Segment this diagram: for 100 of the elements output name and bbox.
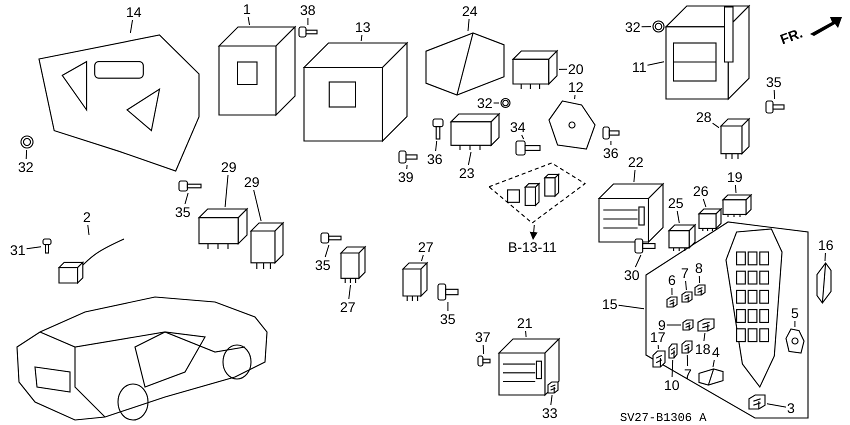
- callout-number: 35: [766, 75, 782, 89]
- plate-drawing: [785, 328, 805, 354]
- callout-number: 27: [418, 240, 434, 254]
- leader-line: [26, 150, 28, 160]
- callout-number: 12: [568, 80, 584, 94]
- leader-line: [482, 344, 484, 354]
- relay-drawing: [402, 262, 428, 302]
- leader-line: [184, 192, 189, 204]
- relay-drawing: [698, 208, 722, 232]
- callout-number: 5: [791, 306, 799, 320]
- bolt-drawing: [320, 232, 342, 244]
- leader-line: [130, 20, 133, 34]
- callout-number: 32: [625, 20, 641, 34]
- callout-number: 3: [787, 401, 795, 415]
- bolt-drawing: [432, 118, 444, 140]
- relay-drawing: [722, 194, 752, 218]
- clip-drawing: [697, 318, 715, 332]
- callout-number: 36: [603, 146, 619, 160]
- leader-line: [307, 18, 308, 26]
- leader-line: [712, 360, 715, 368]
- arrow: [530, 224, 538, 240]
- leader-line: [658, 344, 659, 350]
- leader-line: [406, 164, 408, 170]
- bolt-drawing: [178, 180, 202, 192]
- callout-number: 34: [510, 120, 526, 134]
- module-drawing: [498, 338, 560, 396]
- relay-drawing: [720, 118, 750, 160]
- bolt-drawing: [765, 100, 785, 114]
- bolt-drawing: [602, 126, 620, 140]
- leader-line: [794, 320, 796, 328]
- leader-line: [824, 252, 826, 262]
- leader-line: [421, 254, 424, 262]
- callout-number: 33: [542, 406, 558, 420]
- callout-number: 36: [427, 152, 443, 166]
- callout-number: 15: [602, 297, 618, 311]
- leader-line: [348, 284, 351, 300]
- leader-line: [647, 61, 664, 66]
- callout-number: 4: [712, 345, 720, 359]
- bolt-drawing: [634, 238, 656, 254]
- leader-line: [324, 244, 330, 258]
- leader-line: [447, 302, 448, 312]
- plate-drawing: [548, 100, 596, 150]
- leader-line: [253, 190, 262, 222]
- callout-number: 39: [398, 170, 414, 184]
- leader-line: [435, 140, 438, 152]
- callout-number: 2: [83, 210, 91, 224]
- callout-number: 7: [684, 367, 692, 381]
- callout-number: 35: [440, 312, 456, 326]
- callout-number: 6: [668, 273, 676, 287]
- leader-line: [360, 34, 362, 42]
- leader-line: [521, 134, 524, 140]
- relay-drawing: [340, 246, 366, 284]
- leader-line: [574, 94, 576, 100]
- leader-line: [712, 122, 720, 128]
- leader-line: [774, 90, 776, 100]
- leader-line: [26, 246, 42, 250]
- leader-line: [87, 224, 90, 236]
- callout-number: 16: [818, 238, 834, 252]
- callout-number: 23: [459, 166, 475, 180]
- clip-drawing: [547, 381, 559, 394]
- callout-number: 37: [475, 330, 491, 344]
- callout-number: 20: [568, 62, 584, 76]
- leader-line: [766, 403, 786, 408]
- leader-line: [672, 360, 674, 378]
- nut-drawing: [652, 20, 665, 33]
- relay-drawing: [450, 113, 500, 151]
- control-unit-drawing: [218, 26, 296, 116]
- leader-line: [634, 254, 642, 268]
- callout-number: 22: [628, 155, 644, 169]
- nut-drawing: [20, 135, 34, 149]
- direction-label: FR.: [778, 24, 805, 48]
- callout-number: 38: [300, 3, 316, 17]
- relay-drawing: [198, 208, 248, 250]
- leader-line: [550, 394, 553, 406]
- relay-drawing: [250, 222, 284, 270]
- bracket-drawing: [698, 368, 724, 386]
- leader-line: [525, 330, 527, 338]
- leader-line: [618, 304, 644, 310]
- bolt-drawing: [42, 238, 52, 254]
- callout-number: 1: [243, 2, 251, 16]
- callout-number: 10: [664, 378, 680, 392]
- leader-line: [703, 332, 706, 342]
- fuse-box-drawing: [725, 228, 783, 388]
- leader-line: [734, 184, 736, 194]
- leader-line: [224, 174, 228, 208]
- leader-line: [685, 280, 687, 290]
- leader-line: [698, 276, 700, 284]
- clip-drawing: [681, 291, 693, 303]
- callout-number: 35: [175, 205, 191, 219]
- bolt-drawing: [298, 26, 318, 38]
- leader-line: [666, 324, 682, 326]
- bolt-drawing: [437, 283, 459, 301]
- leader-line: [676, 210, 680, 224]
- leader-line: [702, 198, 706, 208]
- leader-line: [468, 18, 470, 32]
- leader-line: [610, 140, 612, 146]
- leader-line: [558, 68, 568, 70]
- leader-line: [493, 102, 500, 104]
- callout-number: 24: [462, 4, 478, 18]
- callout-number: 28: [696, 110, 712, 124]
